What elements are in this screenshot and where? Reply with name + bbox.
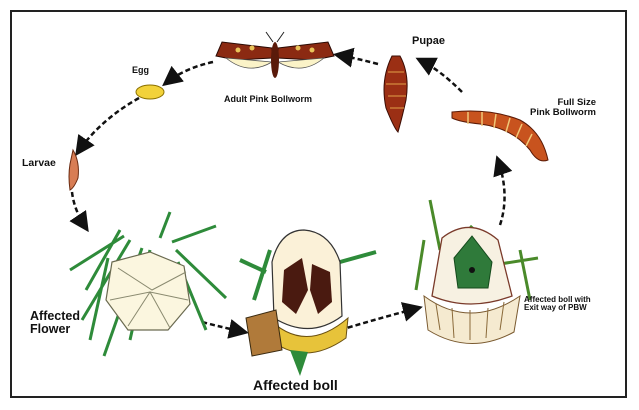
arrow-egg-to-larvae	[78, 98, 139, 152]
arrow-flower-to-boll	[202, 322, 244, 332]
full-size-pink-bollworm-label: Full Size Pink Bollworm	[530, 98, 596, 118]
egg-label: Egg	[132, 66, 149, 75]
affected-boll-icon	[240, 230, 376, 376]
exit-boll-label-line2: Exit way of PBW	[524, 304, 591, 312]
egg-icon	[136, 85, 164, 99]
adult-pink-bollworm-label: Adult Pink Bollworm	[224, 95, 312, 104]
arrow-boll-to-exit	[340, 308, 418, 330]
full-size-larva-icon	[452, 111, 548, 161]
affected-flower-label: Affected Flower	[30, 310, 80, 336]
exit-boll-label: Affected boll with Exit way of PBW	[524, 296, 591, 313]
larvae-label: Larvae	[22, 158, 56, 169]
larva-icon	[69, 150, 78, 190]
arrow-adult-to-egg	[166, 62, 213, 83]
adult-moth-icon	[216, 32, 334, 78]
arrow-larva-to-pupae	[420, 60, 462, 92]
affected-flower-icon	[70, 212, 226, 356]
arrow-larvae-to-flower	[72, 192, 86, 228]
pupa-icon	[384, 56, 407, 132]
arrow-exit-to-larva	[498, 160, 505, 225]
full-size-label-line2: Pink Bollworm	[530, 108, 596, 118]
affected-boll-label: Affected boll	[253, 378, 338, 393]
pupae-label: Pupae	[412, 36, 445, 48]
exit-boll-icon	[416, 200, 538, 344]
arrow-pupae-to-adult	[338, 55, 378, 64]
affected-flower-label-line2: Flower	[30, 323, 80, 336]
